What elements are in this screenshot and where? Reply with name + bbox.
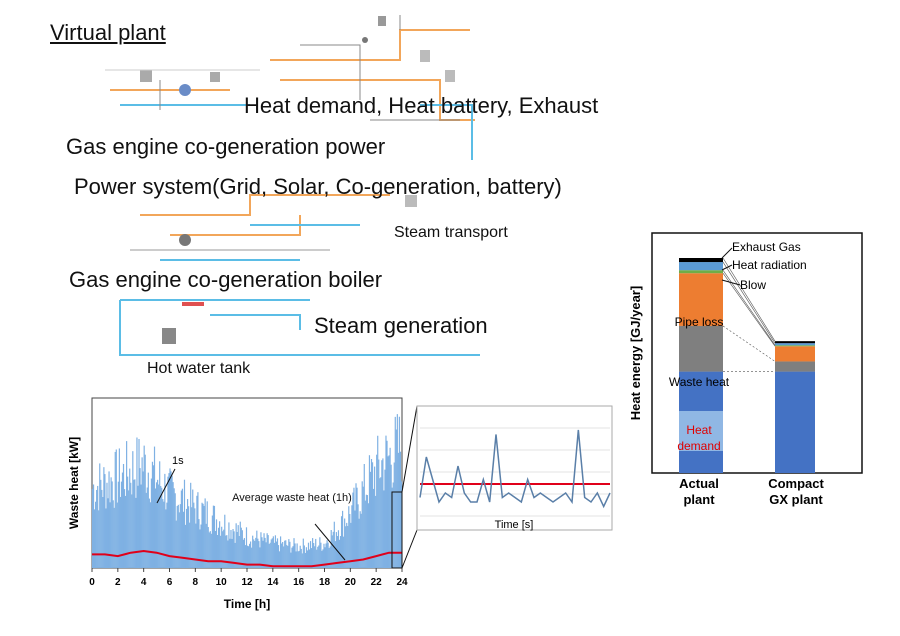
category-actual-line2: plant [683,492,715,507]
steam-transport-label: Steam transport [394,224,508,241]
annotation-1s-pointer [156,468,176,504]
bar-segment-exhaust-gas [775,341,815,344]
power-system-schematic [130,194,417,261]
legend-exhaust: Exhaust Gas [732,240,801,254]
bar-segment-pipe-loss [775,346,815,362]
bar-connector [722,273,776,347]
x-tick-label: 20 [345,577,357,588]
bar-connector [722,261,776,344]
zoom-box [391,491,403,569]
gas-engine-power-label: Gas engine co-generation power [66,134,386,159]
category-compact-line2: GX plant [769,492,823,507]
bar-y-axis-label: Heat energy [GJ/year] [628,286,643,420]
inset-waste-line [419,429,611,509]
gas-engine-boiler-label: Gas engine co-generation boiler [69,267,383,292]
bar-segment-exhaust-gas [679,258,723,263]
x-tick-label: 2 [115,577,121,588]
heat-demand-label: Heat demand, Heat battery, Exhaust [244,93,599,118]
bar-segment-heat-radiation [775,343,815,346]
label-heat-demand-line1: Heat [686,423,712,437]
category-actual-line1: Actual [679,476,719,491]
x-tick-label: 6 [167,577,173,588]
zoom-connector-bottom [401,529,418,569]
inset-x-label: Time [s] [495,519,534,531]
zoom-connector-top [401,405,418,493]
bar-segment-waste-heat [775,361,815,372]
bar-connector [722,325,776,362]
label-waste-heat: Waste heat [669,375,730,389]
legend-exhaust-pointer [721,247,733,259]
x-tick-label: 0 [89,577,95,588]
inset-chart [416,405,613,531]
bar-segment-blow [775,345,815,347]
x-tick-label: 8 [193,577,199,588]
legend-radiation-pointer [721,264,733,271]
x-axis-label: Time [h] [224,597,270,611]
bar-segment-heat-radiation [679,262,723,271]
heat-demand-highlight [679,411,723,451]
power-system-label: Power system(Grid, Solar, Co-generation,… [74,174,562,199]
label-pipe-loss: Pipe loss [675,315,724,329]
steam-generation-label: Steam generation [314,313,488,338]
hot-water-tank-label: Hot water tank [147,360,251,377]
bar-segment-blow [679,270,723,274]
x-tick-label: 4 [141,577,147,588]
bar-connector [722,257,776,342]
x-tick-label: 10 [216,577,228,588]
annotation-1s: 1s [172,455,184,467]
x-tick-label: 18 [319,577,331,588]
average-waste-heat-line [92,549,402,568]
heat-demand-schematic [270,15,475,160]
x-tick-label: 12 [241,577,253,588]
x-tick-label: 16 [293,577,305,588]
annotation-average: Average waste heat (1h) [232,492,352,505]
legend-blow-pointer [721,279,741,286]
bar-segment-pipe-loss [679,273,723,326]
bar-segment-waste-heat [679,325,723,372]
y-axis-label: Waste heat [kW] [67,437,81,529]
legend-heat-radiation: Heat radiation [732,258,807,272]
annotation-average-pointer [314,523,346,561]
boiler-schematic [119,299,480,356]
category-compact-line1: Compact [768,476,824,491]
legend-blow: Blow [740,278,766,292]
label-heat-demand-line2: demand [677,439,720,453]
x-tick-label: 24 [396,577,408,588]
gas-engine-power-schematic [105,69,260,110]
x-tick-label: 14 [267,577,279,588]
annotation-average-text: Average waste heat (1h) [232,492,352,505]
page-title: Virtual plant [50,20,166,45]
bar-segment-heat-demand [775,371,815,473]
x-tick-label: 22 [371,577,383,588]
heat-energy-chart: Heat energy [GJ/year] Actual plant Compa… [628,232,863,507]
plant-schematics [105,15,480,356]
